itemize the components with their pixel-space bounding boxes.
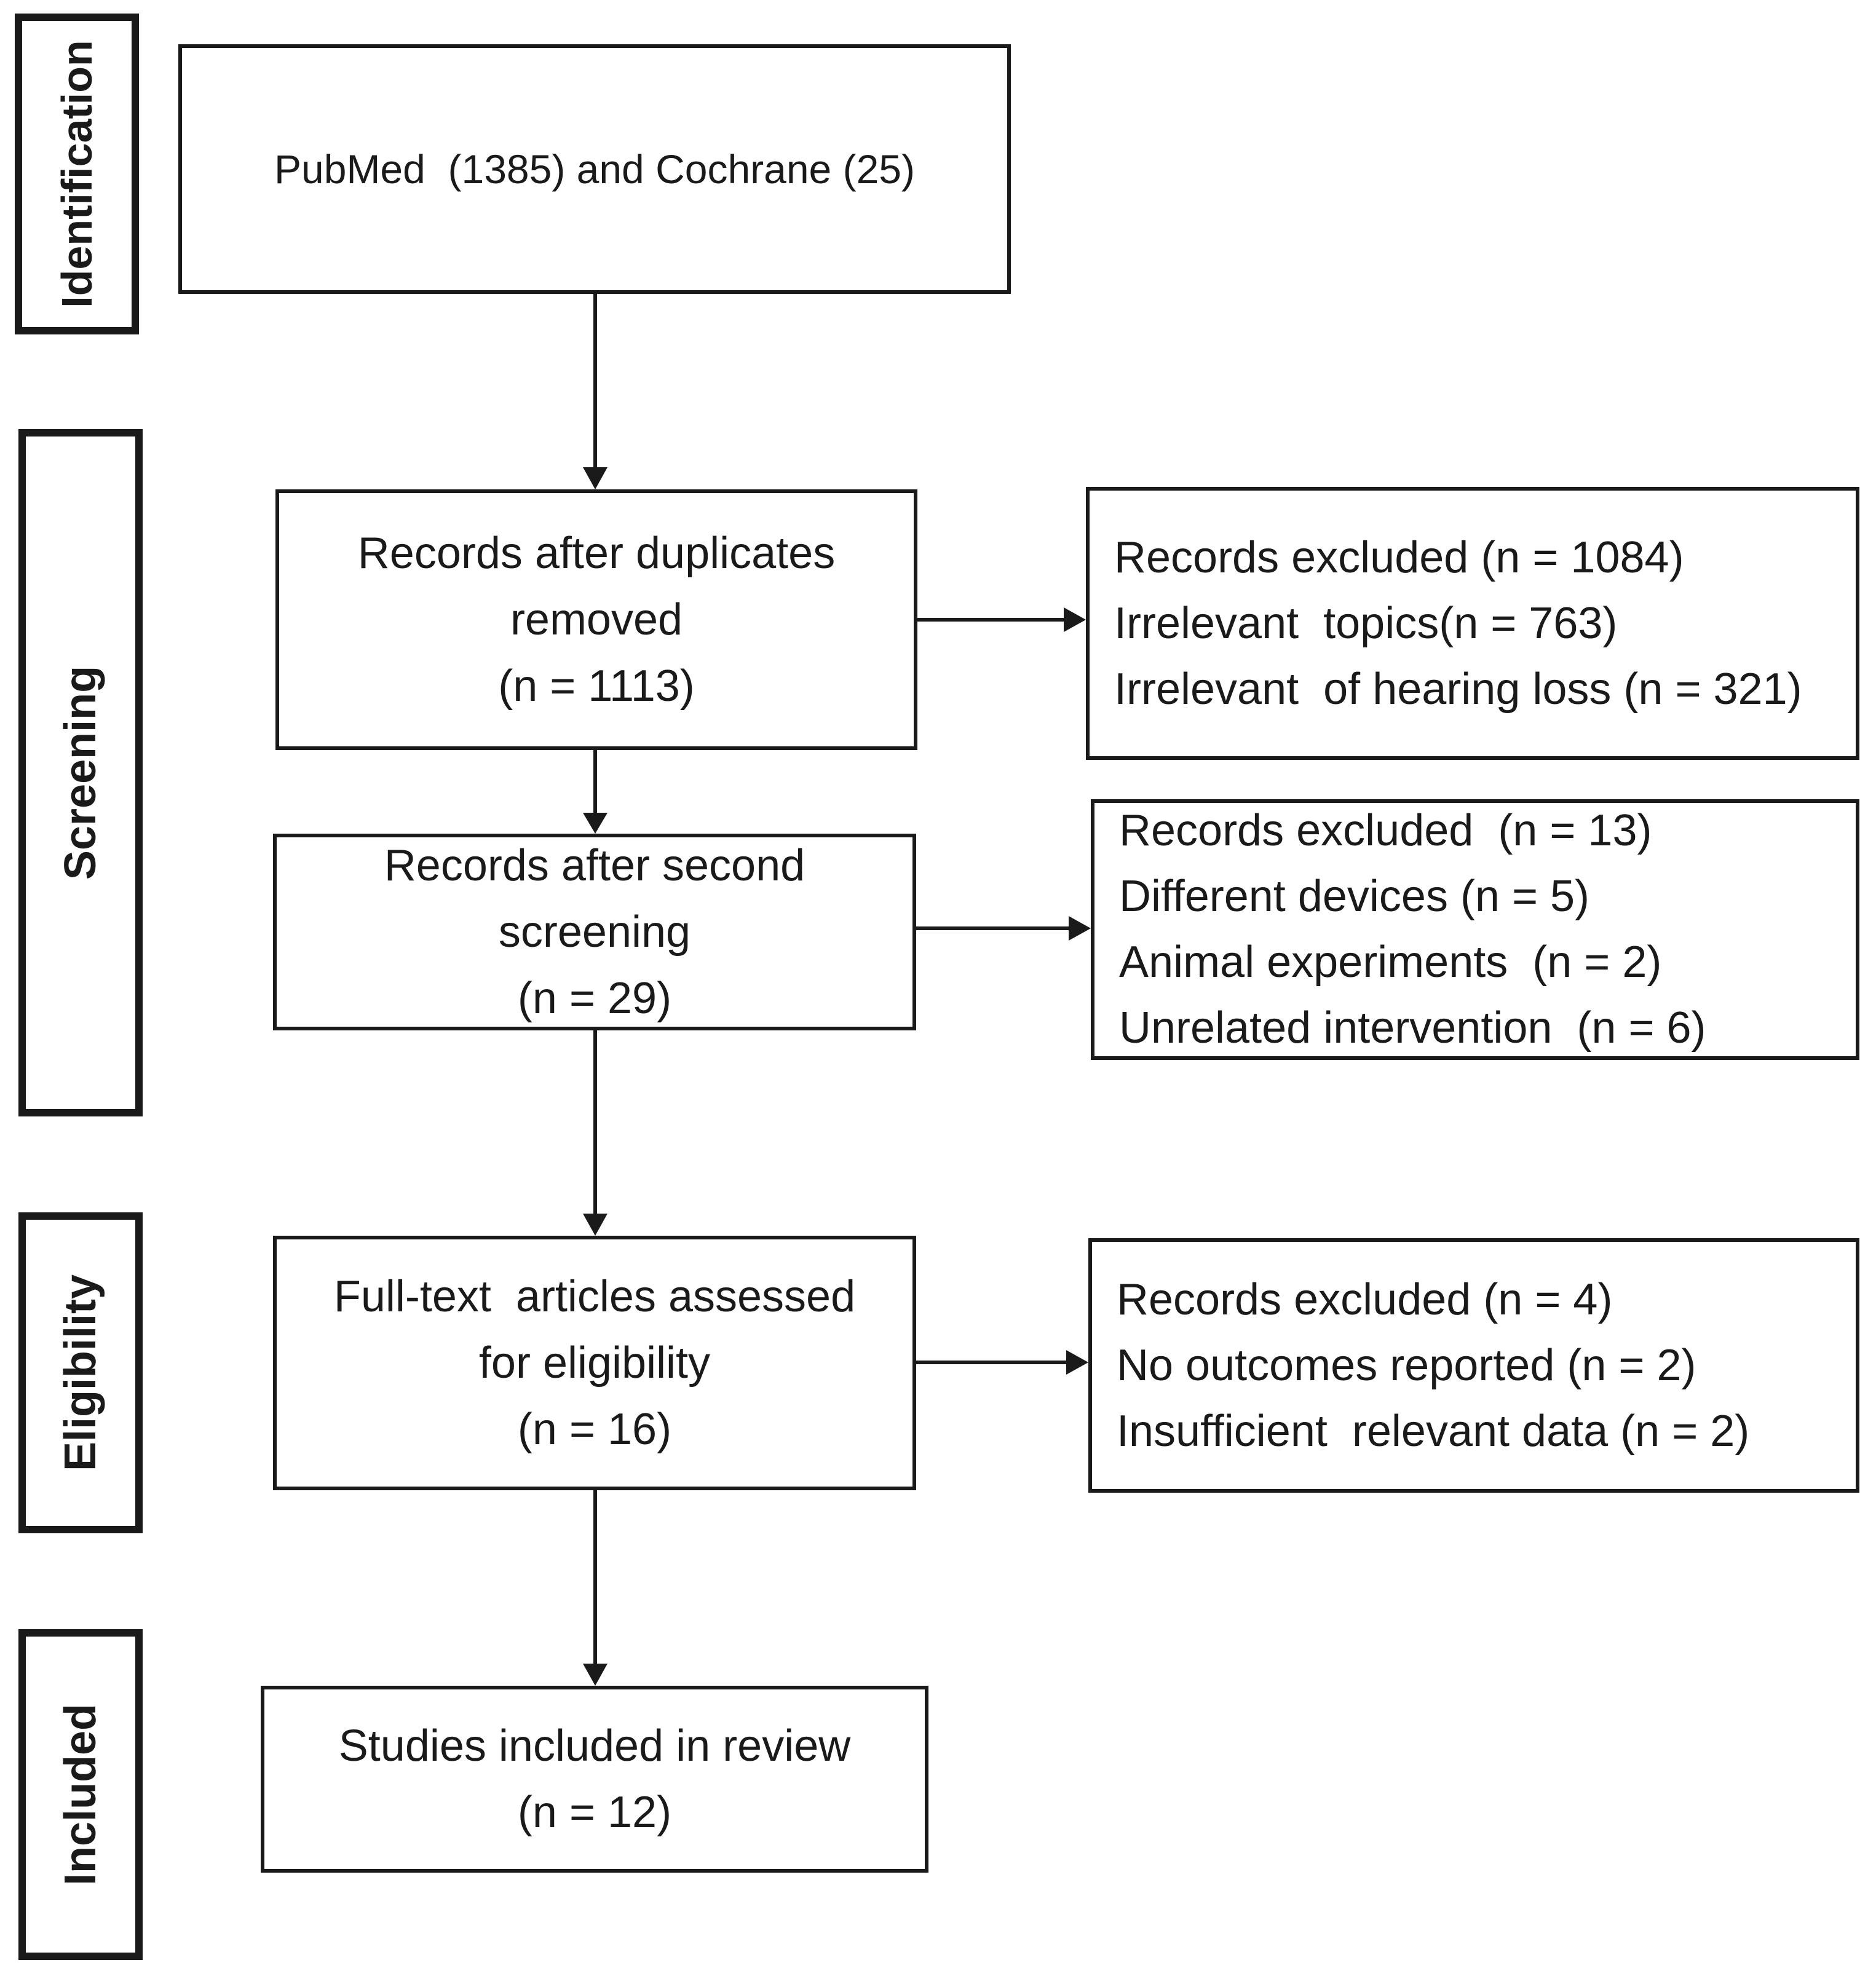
arrowhead-down-1: [583, 467, 608, 489]
arrowhead-down-2: [583, 813, 608, 834]
after-duplicates-line-1: Records after duplicates: [357, 529, 836, 578]
included-studies-line-2: (n = 12): [517, 1788, 672, 1837]
after-duplicates-line-2: removed: [510, 595, 683, 644]
arrowhead-down-3: [583, 1214, 608, 1236]
after-second-screening-line-3: (n = 29): [517, 974, 672, 1023]
sources-line: PubMed (1385) and Cochrane (25): [274, 146, 915, 192]
exclusion-2-line-1: Records excluded (n = 13): [1119, 806, 1652, 855]
full-text-line-3: (n = 16): [517, 1405, 672, 1454]
arrowhead-right-2: [1069, 916, 1091, 941]
exclusion-box-2: Records excluded (n = 13) Different devi…: [1091, 799, 1859, 1060]
exclusion-box-3: Records excluded (n = 4) No outcomes rep…: [1088, 1238, 1859, 1493]
arrowhead-right-1: [1064, 607, 1086, 632]
exclusion-2-line-2: Different devices (n = 5): [1119, 872, 1590, 921]
exclusion-3-line-3: Insufficient relevant data (n = 2): [1117, 1406, 1750, 1456]
full-text-line-2: for eligibility: [478, 1338, 711, 1388]
after-second-screening-box: Records after second screening (n = 29): [273, 834, 916, 1030]
exclusion-1-line-2: Irrelevant topics(n = 763): [1114, 598, 1618, 648]
included-studies-box: Studies included in review (n = 12): [261, 1686, 928, 1873]
stage-screening: Screening: [18, 429, 143, 1116]
exclusion-1-line-1: Records excluded (n = 1084): [1114, 532, 1684, 582]
arrowhead-down-4: [583, 1664, 608, 1686]
exclusion-1-line-3: Irrelevant of hearing loss (n = 321): [1114, 664, 1802, 714]
after-second-screening-line-2: screening: [498, 907, 691, 957]
stage-identification: Identification: [15, 14, 139, 334]
exclusion-2-line-3: Animal experiments (n = 2): [1119, 938, 1662, 987]
full-text-line-1: Full-text articles assessed: [333, 1272, 856, 1321]
stage-included: Included: [18, 1629, 143, 1960]
after-second-screening-line-1: Records after second: [384, 841, 805, 890]
included-studies-line-1: Studies included in review: [338, 1721, 851, 1771]
exclusion-box-1: Records excluded (n = 1084) Irrelevant t…: [1086, 487, 1859, 760]
exclusion-2-line-4: Unrelated intervention (n = 6): [1119, 1003, 1706, 1053]
after-duplicates-line-3: (n = 1113): [498, 662, 695, 711]
exclusion-3-line-2: No outcomes reported (n = 2): [1117, 1340, 1696, 1390]
after-duplicates-box: Records after duplicates removed (n = 11…: [275, 489, 917, 750]
exclusion-3-line-1: Records excluded (n = 4): [1117, 1274, 1613, 1324]
full-text-box: Full-text articles assessed for eligibil…: [273, 1236, 916, 1490]
arrowhead-right-3: [1066, 1350, 1088, 1375]
stage-eligibility: Eligibility: [18, 1212, 143, 1533]
sources-box: PubMed (1385) and Cochrane (25): [178, 44, 1011, 294]
